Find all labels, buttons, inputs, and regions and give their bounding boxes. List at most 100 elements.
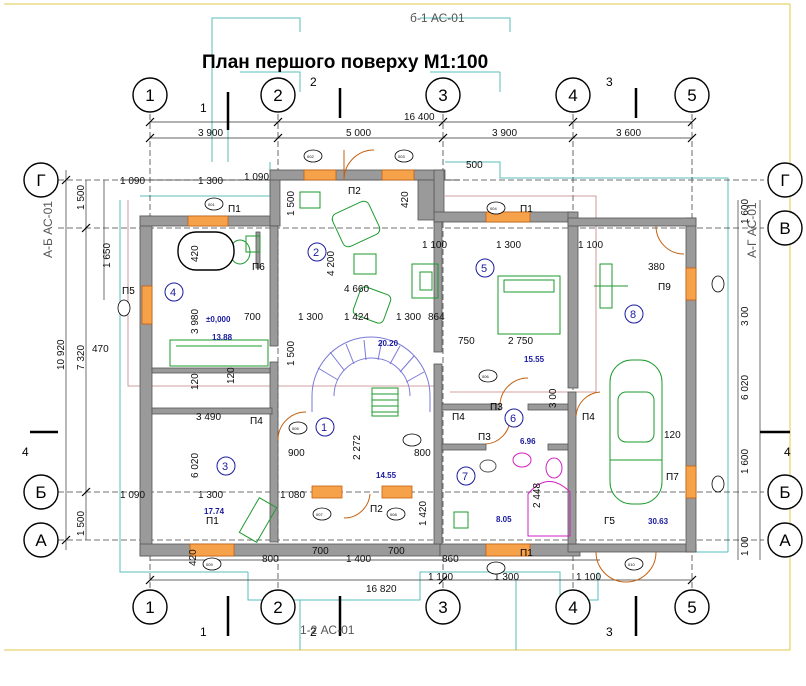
doors [277,149,685,583]
axis-label-1-bottom: 1 [145,598,154,617]
dim-inner-7: 1 100 [578,240,603,251]
opening-label-5: П6 [252,262,265,273]
dim-top-span-4: 3 600 [616,128,641,139]
room-area-3: 17.74 [204,507,225,516]
section-label-2-top: 2 [310,75,317,89]
axis-bubbles-right [767,162,803,558]
opening-label-3: П1 [520,204,533,215]
axis-label-g-left: Г [36,171,45,190]
room-number-4: 4 [170,287,176,299]
dim-inner-30: 120 [664,430,681,441]
axis-bubbles-top [132,77,710,113]
opening-label-6: П4 [250,416,263,427]
section-label-1-top: 1 [200,101,207,115]
opening-label-8: П2 [370,504,383,515]
dim-right-detail-3: 6 020 [740,375,751,400]
section-label-3-top: 3 [606,75,613,89]
room-number-5: 5 [481,263,487,275]
dim-inner-9: 3 980 [190,309,201,334]
axis-bubbles-left [23,162,59,558]
axis-label-a-right: А [779,531,791,550]
dim-inner-19: 3 00 [548,388,559,408]
opening-label-2: П2 [348,186,361,197]
axis-label-v-right: В [779,219,790,238]
dim-inner-1: 420 [190,245,201,262]
dim-inner-15: 864 [428,312,445,323]
garage-area: 30.63 [648,517,669,526]
section-ref-bottom: 1-2 АС-01 [300,623,355,637]
room-area-8: 6.96 [520,437,536,446]
dim-inner-28: 1 300 [198,490,223,501]
dim-inner-10: 4 660 [344,284,369,295]
dim-inner-3: 4 200 [326,251,337,276]
dim-bottom-detail-5: 700 [388,546,405,557]
opening-label-10: П3 [478,432,491,443]
room-area-7: 8.05 [496,515,512,524]
section-label-1-bottom: 1 [200,625,207,639]
stairs [311,336,431,417]
furniture [169,191,663,544]
opening-label-16: П1 [520,548,533,559]
axis-label-3-top: 3 [438,86,447,105]
room-number-1: 1 [321,422,327,434]
opening-label-12: П4 [582,412,595,423]
tag-4: 004 [490,206,497,211]
axis-bubbles-bottom [132,589,710,625]
opening-label-7: П1 [206,516,219,527]
tag-3: 003 [398,154,405,159]
dim-inner-14: 1 300 [396,312,421,323]
room-area-4: 13.88 [212,333,233,342]
room-area-6: 15.55 [524,355,545,364]
dim-top-span-3: 3 900 [492,128,517,139]
room-number-3: 3 [222,461,228,473]
axis-label-5-top: 5 [687,86,696,105]
opening-label-9: П3 [490,402,503,413]
room-number-6: 6 [510,413,516,425]
dim-bottom-detail-6: 860 [442,554,459,565]
room-number-7: 7 [462,471,468,483]
dim-inner-12: 1 300 [298,312,323,323]
dim-bottom-detail-8: 1 300 [494,572,519,583]
dim-right-detail-1: 1 600 [740,199,751,224]
element-tags [117,149,725,575]
dim-inner-25: 120 [226,367,237,384]
axis-label-4-top: 4 [568,86,577,105]
bathtub [177,231,235,271]
dim-inner-21: 6 020 [190,453,201,478]
bath-fixtures [479,452,571,537]
tag-9: 009 [206,562,213,567]
dim-inner-4: 420 [400,191,411,208]
dim-inner-27: 1 090 [120,490,145,501]
dim-top-overall: 16 400 [404,112,435,123]
dim-top-detail-2: 1 300 [198,176,223,187]
tag-7: 007 [316,512,323,517]
dim-left-detail-1: 1 500 [76,185,87,210]
axis-label-g-right: Г [780,171,789,190]
dim-top-detail-4: 500 [466,160,483,171]
dim-top-span-2: 5 000 [346,128,371,139]
dim-inner-22: 900 [288,448,305,459]
section-label-3-bottom: 3 [606,625,613,639]
dim-inner-31: 1 420 [418,501,429,526]
dim-inner-18: 120 [190,373,201,390]
dim-inner-23: 2 272 [352,435,363,460]
dim-inner-2: 1 500 [286,191,297,216]
axis-label-2-bottom: 2 [273,598,282,617]
section-markers [30,88,790,636]
dim-inner-6: 1 300 [496,240,521,251]
dim-inner-32: 1 500 [286,341,297,366]
dim-left-detail-4: 1 500 [76,511,87,536]
dim-left-detail-2: 1 650 [102,243,113,268]
dim-bottom-overall: 16 820 [366,584,397,595]
tag-2: 002 [307,154,314,159]
tag-1: 001 [208,202,215,207]
dim-bottom-detail-1: 420 [188,549,199,566]
dim-top-detail-3: 1 090 [244,172,269,183]
tag-8: 008 [390,512,397,517]
dim-bottom-detail-4: 1 400 [346,554,371,565]
axis-label-3-bottom: 3 [438,598,447,617]
opening-label-11: П4 [452,412,465,423]
axis-label-2-top: 2 [273,86,282,105]
opening-label-13: П9 [658,282,671,293]
